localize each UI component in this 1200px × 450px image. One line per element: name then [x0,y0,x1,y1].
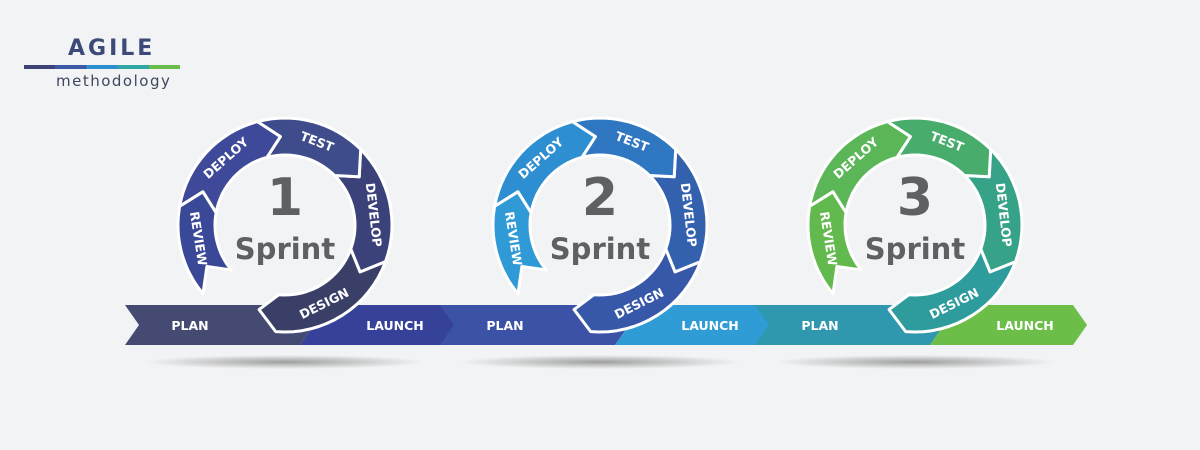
plan-label: PLAN [801,318,838,333]
plan-label: PLAN [486,318,523,333]
sprint-number: 2 [582,168,618,228]
segment-review [806,190,863,296]
launch-label: LAUNCH [996,318,1054,333]
launch-label: LAUNCH [681,318,739,333]
segment-label-develop: DEVELOP [678,182,700,248]
segment-design [887,247,1017,334]
segment-test [255,116,363,179]
segment-develop [333,147,394,274]
sprint-number: 3 [897,168,933,228]
segment-deploy [808,120,912,215]
segment-label-develop: DEVELOP [993,182,1015,248]
logo-title: AGILE [68,36,156,61]
segment-deploy [493,120,597,215]
segment-develop [648,147,709,274]
sprint-shadow [145,355,425,369]
sprint-shadow [460,355,740,369]
segment-label-develop: DEVELOP [363,182,385,248]
segment-deploy [178,120,282,215]
segment-develop [963,147,1024,274]
segment-design [572,247,702,334]
logo-subtitle: methodology [56,72,172,90]
segment-design [257,247,387,334]
segment-review [491,190,548,296]
launch-label: LAUNCH [366,318,424,333]
sprint-shadow [775,355,1055,369]
sprint-label: Sprint [550,232,651,266]
plan-label: PLAN [171,318,208,333]
segment-review [176,190,233,296]
segment-test [885,116,993,179]
logo: AGILE methodology [24,36,184,96]
sprint-number: 1 [267,168,303,228]
sprint-label: Sprint [865,232,966,266]
segment-test [570,116,678,179]
logo-color-bar [24,65,180,69]
sprint-label: Sprint [235,232,336,266]
